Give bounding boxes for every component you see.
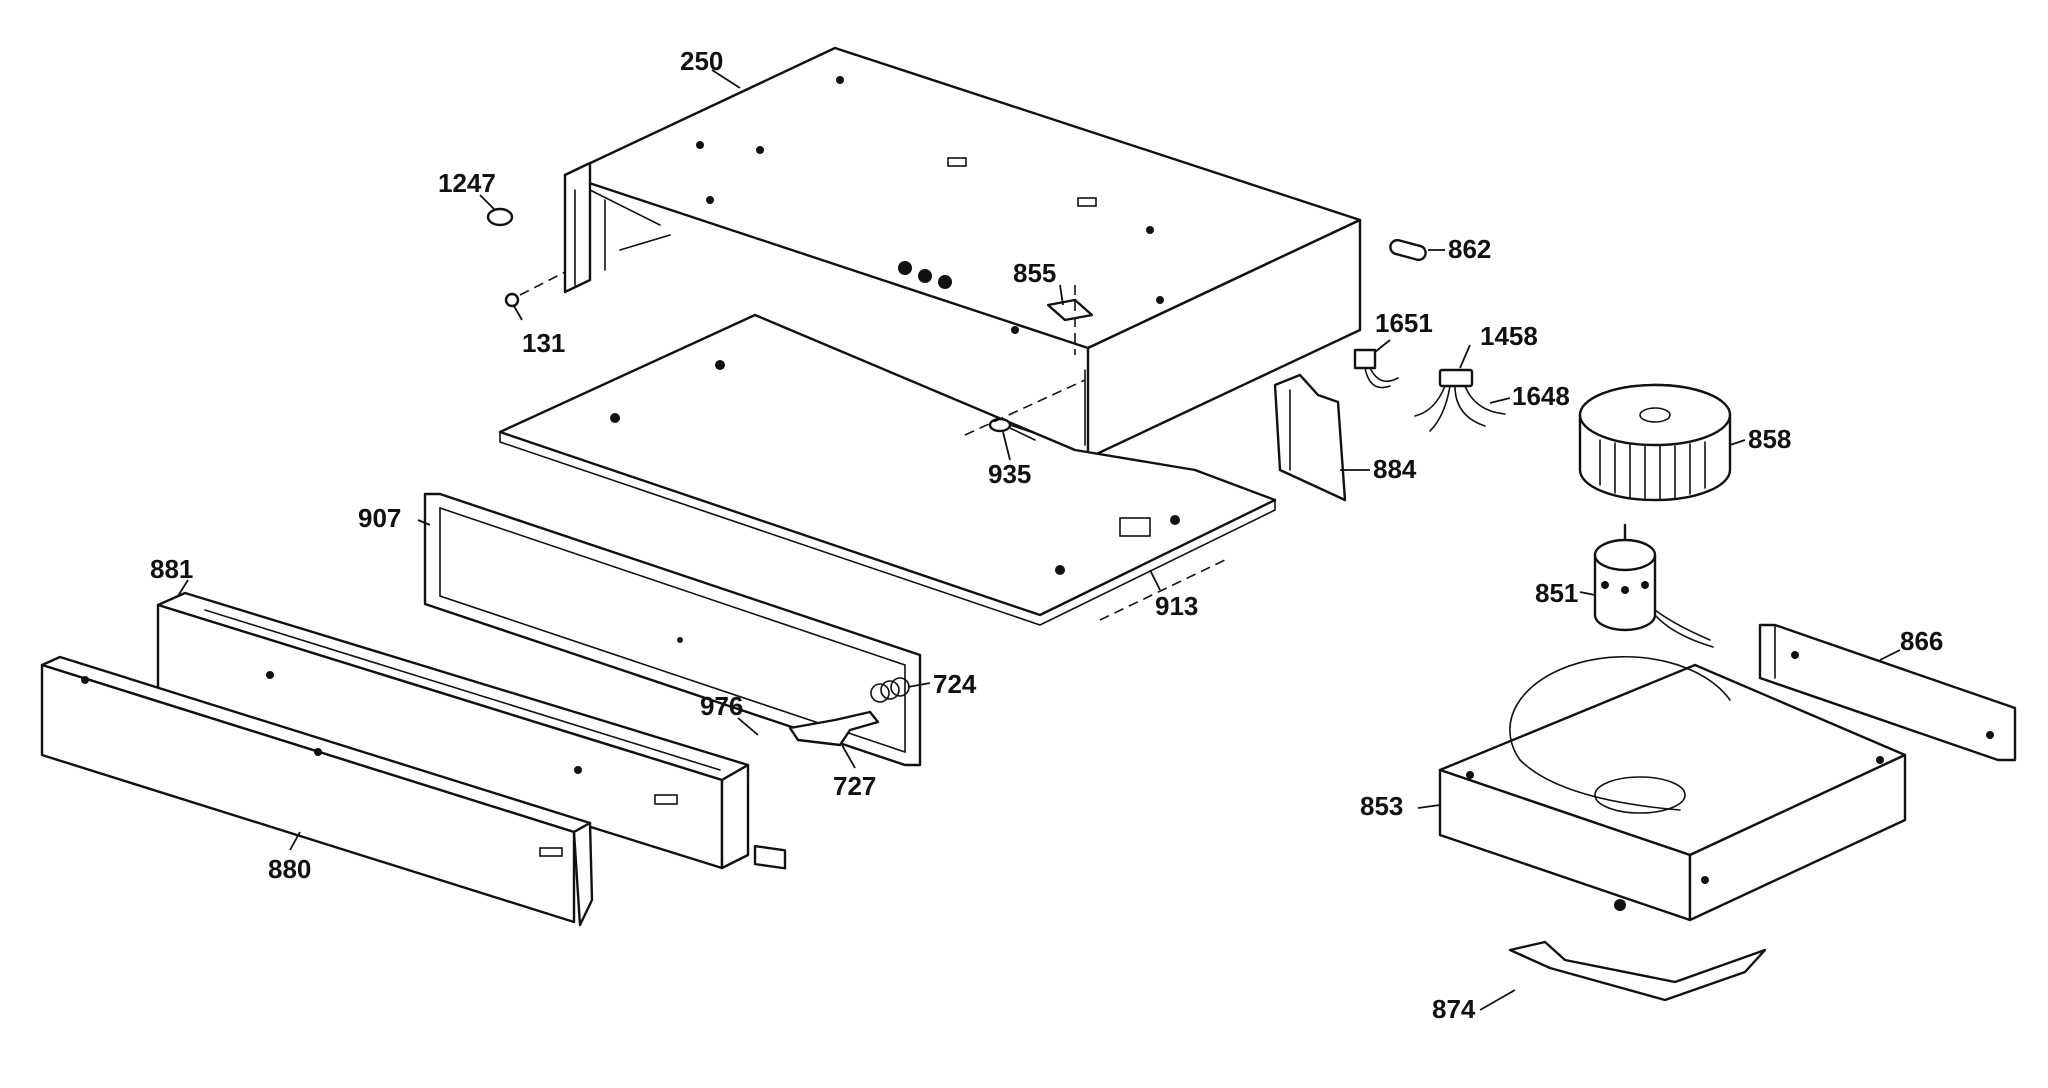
leader-lines — [177, 69, 1901, 1011]
label-727: 727 — [833, 771, 876, 801]
label-880: 880 — [268, 854, 311, 884]
part-1458-plug — [1438, 368, 1474, 388]
label-724: 724 — [933, 669, 977, 699]
part-853-housing — [1438, 655, 1907, 922]
label-250: 250 — [680, 46, 723, 76]
label-131: 131 — [522, 328, 565, 358]
part-881-drawer-front — [156, 591, 750, 870]
part-884-cover — [1273, 373, 1347, 502]
label-866: 866 — [1900, 626, 1943, 656]
part-866-rail — [1758, 623, 2017, 762]
label-1458: 1458 — [1480, 321, 1538, 351]
label-851: 851 — [1535, 578, 1578, 608]
label-1247: 1247 — [438, 168, 496, 198]
part-880-trim-panel — [40, 655, 594, 927]
label-862: 862 — [1448, 234, 1491, 264]
part-131-screw — [504, 271, 566, 308]
part-855-bracket — [1046, 285, 1094, 355]
part-labels: 250 1247 131 855 862 1651 1458 1648 858 … — [150, 46, 1943, 1024]
part-976-switch — [753, 844, 787, 870]
part-250-cabinet — [563, 46, 1362, 460]
label-913: 913 — [1155, 591, 1198, 621]
label-1648: 1648 — [1512, 381, 1570, 411]
part-862-spacer — [1389, 238, 1427, 262]
part-1651-connector — [1353, 348, 1399, 389]
label-976: 976 — [700, 691, 743, 721]
label-881: 881 — [150, 554, 193, 584]
part-1648-harness — [1414, 385, 1506, 432]
label-853: 853 — [1360, 791, 1403, 821]
part-1247-clip — [486, 207, 514, 227]
label-907: 907 — [358, 503, 401, 533]
part-935-thermostat — [964, 379, 1086, 441]
label-884: 884 — [1373, 454, 1417, 484]
label-858: 858 — [1748, 424, 1791, 454]
part-907-frame — [423, 492, 922, 767]
part-874-baffle — [1508, 940, 1767, 1002]
label-855: 855 — [1013, 258, 1056, 288]
part-851-motor — [1593, 523, 1714, 648]
label-935: 935 — [988, 459, 1031, 489]
part-913-plate — [498, 313, 1277, 626]
assembly-line-1 — [1099, 559, 1226, 621]
label-874: 874 — [1432, 994, 1476, 1024]
label-1651: 1651 — [1375, 308, 1433, 338]
part-858-blower-wheel — [1578, 383, 1732, 502]
part-727-lever — [788, 710, 880, 747]
